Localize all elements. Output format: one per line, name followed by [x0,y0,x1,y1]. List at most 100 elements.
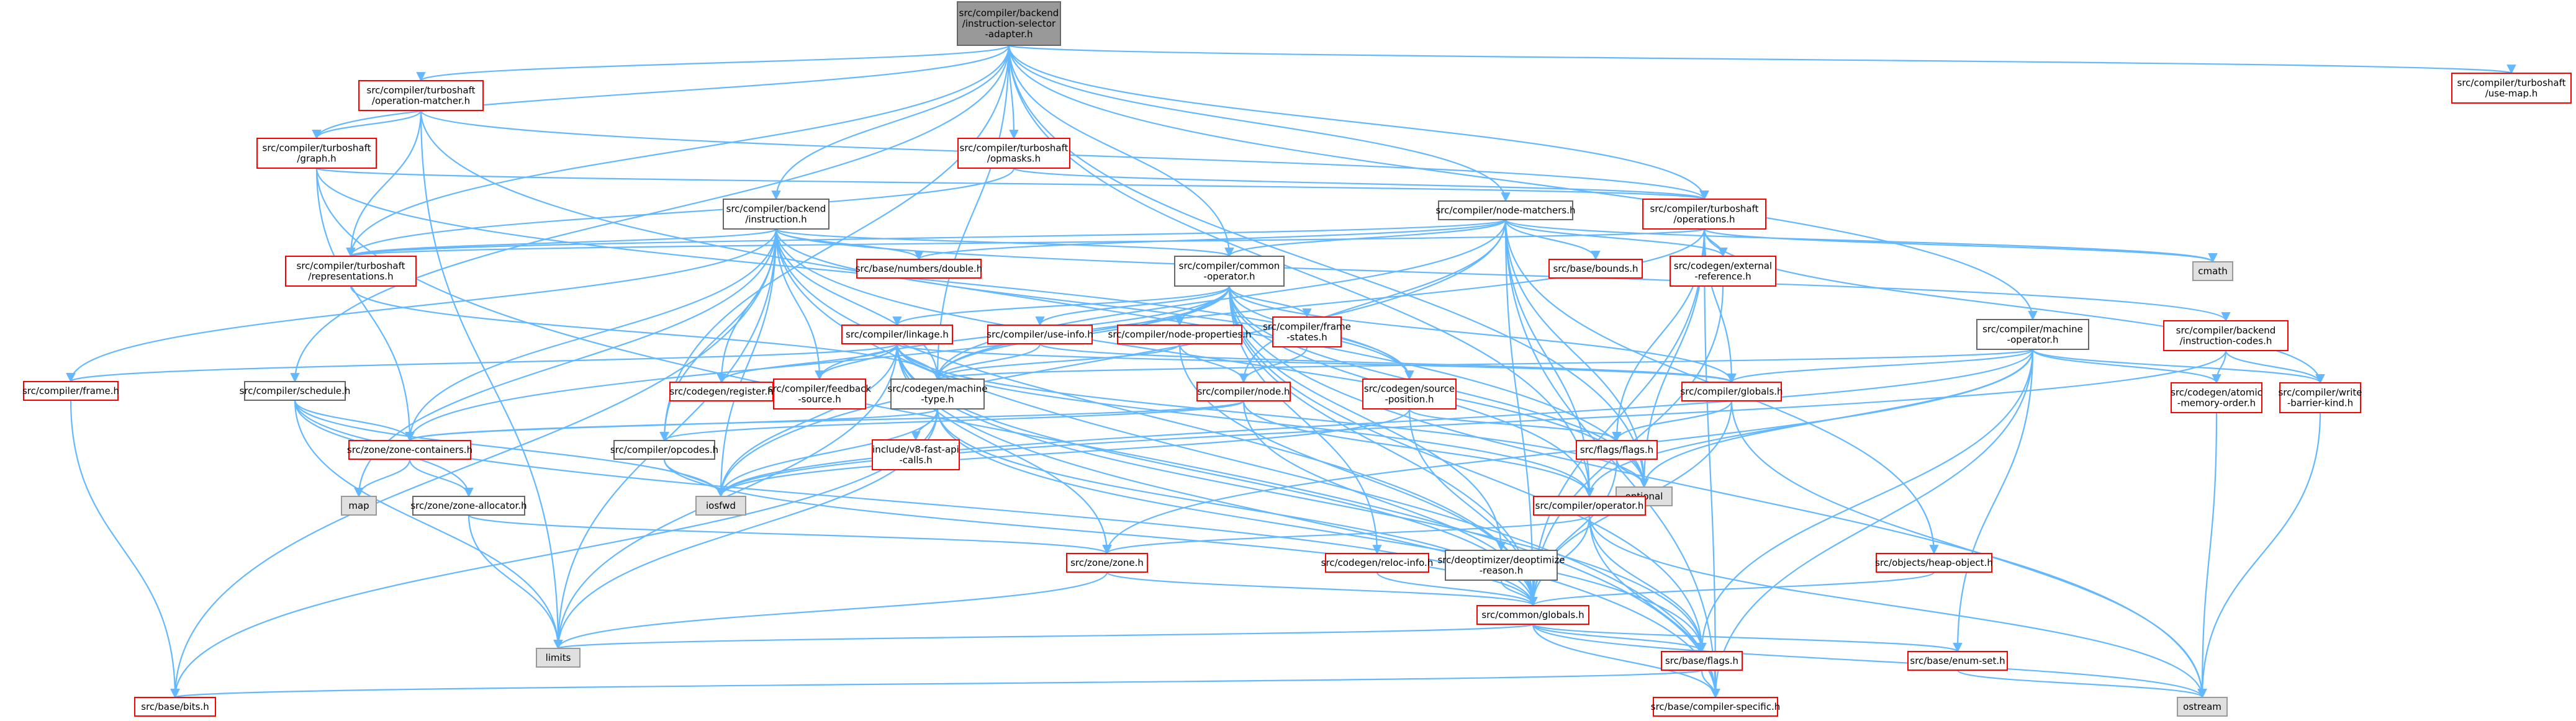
edge-node_props-to-c_node [1178,343,1249,383]
graph-node-limits[interactable]: limits [536,648,581,668]
node-label: src/compiler/backend [726,204,826,215]
graph-node-write_barrier[interactable]: src/compiler/write-barrier-kind.h [2278,382,2362,413]
edge-common_globals-to-compiler_specific [1532,624,1720,699]
graph-node-root[interactable]: src/compiler/backend/instruction-selecto… [957,1,1061,46]
node-label: src/compiler/schedule.h [240,385,351,396]
node-box [1576,440,1658,460]
graph-node-flags_h[interactable]: src/flags/flags.h [1576,440,1658,460]
node-box [841,325,953,344]
node-box [1533,496,1646,516]
graph-node-zone_containers[interactable]: src/zone/zone-containers.h [347,440,472,460]
edge-machine_op-to-c_operator [1584,349,2034,498]
edge-use_info-to-c_globals [1039,343,1737,383]
edge-op_matcher-to-limits [420,110,563,650]
graph-node-opmasks[interactable]: src/compiler/turboshaft/opmasks.h [957,138,1070,169]
node-label: -memory-order.h [2177,398,2256,409]
node-label: /instruction.h [745,214,807,225]
graph-node-node_props[interactable]: src/compiler/node-properties.h [1108,325,1252,344]
node-box [957,1,1061,46]
graph-node-zone_h[interactable]: src/zone/zone.h [1066,553,1148,573]
graph-node-common_op[interactable]: src/compiler/common-operator.h [1174,256,1285,287]
graph-node-registers[interactable]: src/codegen/register.h [669,382,774,401]
edge-bk_instr-to-common_op [775,228,1234,258]
edge-schedule-to-iosfwd [294,400,726,498]
graph-node-vfast[interactable]: include/v8-fast-api-calls.h [872,439,960,470]
graph-node-zone_alloc[interactable]: src/zone/zone-allocator.h [410,496,527,516]
edge-linkage-to-c_globals [896,343,1737,383]
graph-node-c_frame[interactable]: src/compiler/frame.h [22,381,119,401]
node-box [134,697,216,717]
node-label: -operator.h [2007,334,2058,346]
graph-node-source_pos[interactable]: src/codegen/source-position.h [1362,378,1457,410]
graph-node-ostream[interactable]: ostream [2177,697,2228,717]
edge-bk_instr-to-zone_containers [405,228,777,442]
graph-node-frame_states[interactable]: src/compiler/frame-states.h [1263,316,1351,347]
graph-node-enum_set[interactable]: src/base/enum-set.h [1907,651,2008,671]
edge-machine_op-to-write_barrier [2031,349,2325,384]
graph-node-common_globals[interactable]: src/common/globals.h [1476,605,1589,625]
graph-node-base_flags[interactable]: src/base/flags.h [1661,651,1743,671]
edge-root-to-schedule [290,45,1010,383]
graph-node-machine_op[interactable]: src/compiler/machine-operator.h [1976,319,2089,350]
edge-c_operator-to-common_globals [1528,514,1591,607]
node-label: src/compiler/opcodes.h [610,444,718,455]
graph-node-feedback_src[interactable]: src/compiler/feedback-source.h [768,378,872,410]
graph-node-c_globals[interactable]: src/compiler/globals.h [1680,382,1783,401]
graph-node-use_info[interactable]: src/compiler/use-info.h [987,325,1093,344]
edge-machine_op-to-compiler_specific [1711,349,2034,699]
edge-linkage-to-compiler_specific [896,343,1720,699]
graph-node-map[interactable]: map [341,496,377,516]
graph-node-op_matcher[interactable]: src/compiler/turboshaft/operation-matche… [358,80,484,111]
graph-node-use_map[interactable]: src/compiler/turboshaft/use-map.h [2451,73,2572,104]
graph-node-ext_ref[interactable]: src/codegen/external-reference.h [1670,256,1776,287]
graph-node-base_bounds[interactable]: src/base/bounds.h [1548,259,1643,279]
graph-node-deopt_reason[interactable]: src/deoptimizer/deoptimize-reason.h [1438,550,1565,581]
node-box [669,382,774,401]
edge-ts_repr-to-machine_type [350,285,942,380]
graph-node-linkage[interactable]: src/compiler/linkage.h [841,325,953,344]
graph-node-node_matchers[interactable]: src/compiler/node-matchers.h [1435,200,1576,220]
edge-common_op-to-c_globals [1228,285,1737,383]
graph-node-iosfwd[interactable]: iosfwd [695,496,746,516]
node-label: /opmasks.h [987,153,1041,164]
graph-node-heap_object[interactable]: src/objects/heap-object.h [1875,553,1993,573]
graph-node-ts_graph[interactable]: src/compiler/turboshaft/graph.h [256,138,377,169]
graph-node-ts_ops[interactable]: src/compiler/turboshaft/operations.h [1642,199,1766,230]
graph-node-atomic_mem[interactable]: src/codegen/atomic-memory-order.h [2171,382,2262,413]
edge-node_matchers-to-common_op [1224,219,1507,258]
graph-node-ts_repr[interactable]: src/compiler/turboshaft/representations.… [285,256,417,287]
edge-write_barrier-to-ostream [2197,412,2321,699]
graph-node-cmath[interactable]: cmath [2192,261,2233,281]
graph-node-compiler_specific[interactable]: src/base/compiler-specific.h [1651,697,1780,717]
edge-root-to-ts_ops [1008,45,1709,200]
node-label: src/compiler/frame [1263,321,1351,333]
edge-machine_op-to-machine_type [933,348,2034,380]
graph-node-c_operator[interactable]: src/compiler/operator.h [1533,496,1646,516]
graph-node-machine_type[interactable]: src/codegen/machine-type.h [888,378,988,410]
node-label: src/compiler/turboshaft [2457,78,2566,89]
node-label: src/flags/flags.h [1580,444,1653,455]
graph-node-numbers_double[interactable]: src/base/numbers/double.h [856,259,983,279]
node-label: src/compiler/node.h [1197,386,1290,397]
node-box [341,496,377,516]
graph-node-c_node[interactable]: src/compiler/node.h [1196,382,1291,401]
edge-c_frame-to-base_bits [70,400,180,699]
node-box [1661,651,1743,671]
graph-node-instr_codes[interactable]: src/compiler/backend/instruction-codes.h [2163,320,2289,351]
node-label: src/compiler/backend [959,7,1059,19]
edge-ts_graph-to-ts_ops [315,167,1709,200]
node-label: -adapter.h [985,29,1033,40]
graph-node-reloc_info[interactable]: src/codegen/reloc-info.h [1321,553,1434,573]
graph-node-opcodes[interactable]: src/compiler/opcodes.h [610,440,718,460]
edge-node_matchers-to-ext_ref [1504,219,1728,258]
graph-node-base_bits[interactable]: src/base/bits.h [134,697,216,717]
edge-machine_op-to-c_globals [1727,348,2034,383]
graph-node-schedule[interactable]: src/compiler/schedule.h [240,381,351,401]
edge-root-to-machine_op [1008,45,2038,321]
node-label: -states.h [1286,332,1327,343]
edge-ts_ops-to-common_globals [1528,228,1706,607]
node-box [695,496,746,516]
graph-node-bk_instr[interactable]: src/compiler/backend/instruction.h [723,199,829,230]
edge-frame_states-to-c_node [1239,346,1308,383]
edge-root-to-node_matchers [1008,45,1511,202]
